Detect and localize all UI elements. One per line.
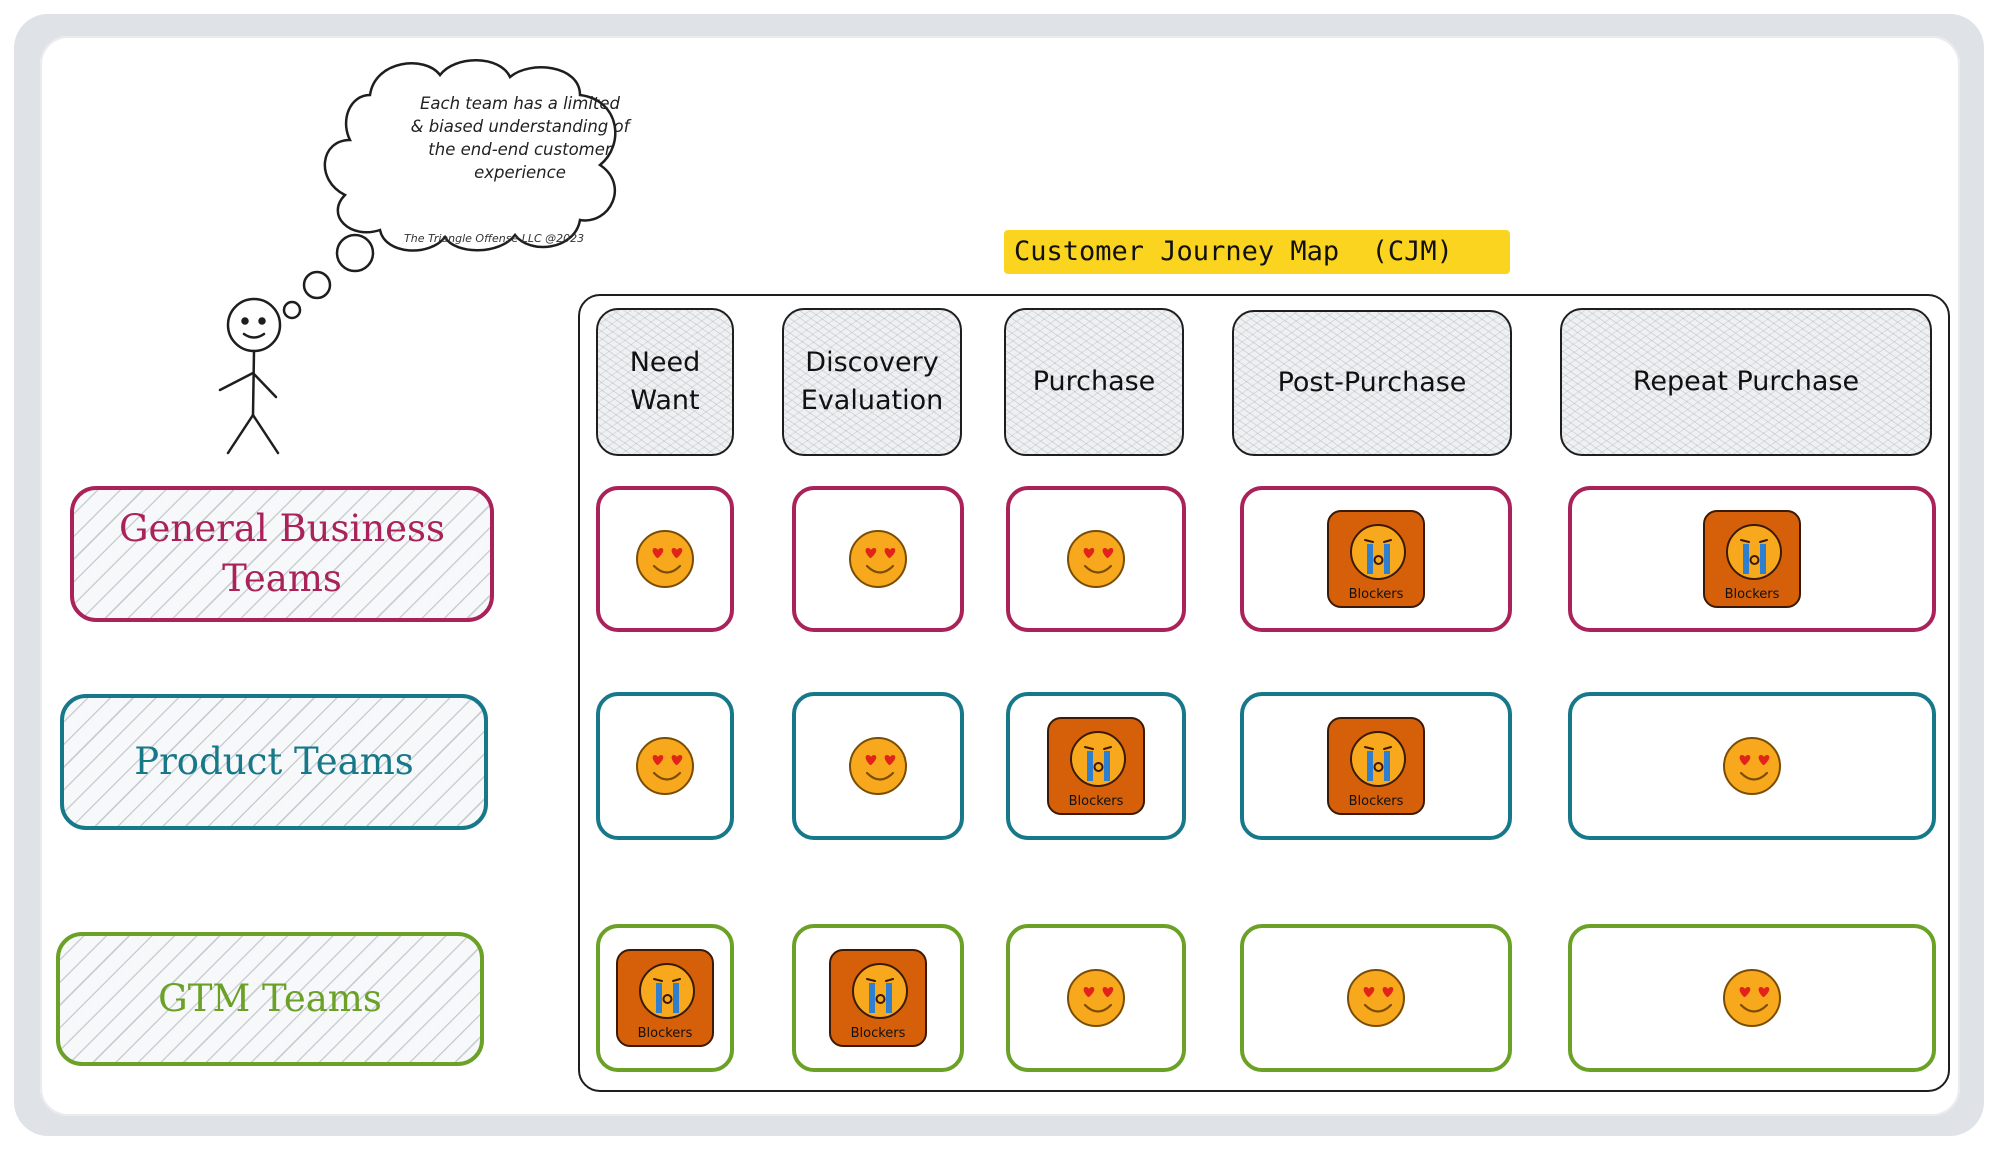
team-gtm: GTM Teams xyxy=(56,932,484,1066)
blockers-label: Blockers xyxy=(1348,794,1404,809)
thought-line: Each team has a limited xyxy=(419,94,621,113)
thought-line: & biased understanding of xyxy=(410,117,630,136)
blockers-label: Blockers xyxy=(1724,587,1780,602)
cjm-title: Customer Journey Map (CJM) xyxy=(1004,230,1510,274)
journey-cell xyxy=(1006,486,1186,632)
blockers-label: Blockers xyxy=(850,1026,906,1041)
stage-discovery-evaluation: Discovery Evaluation xyxy=(782,308,962,456)
journey-cell: Blockers xyxy=(792,924,964,1072)
thought-line: experience xyxy=(474,163,566,182)
blockers-icon: Blockers xyxy=(1047,717,1145,815)
heart-eyes-emoji-icon xyxy=(636,737,694,795)
stage-post-purchase: Post-Purchase xyxy=(1232,310,1512,456)
journey-cell: Blockers xyxy=(596,924,734,1072)
blockers-label: Blockers xyxy=(1348,587,1404,602)
journey-cell xyxy=(1006,924,1186,1072)
journey-cell xyxy=(792,486,964,632)
blockers-icon: Blockers xyxy=(829,949,927,1047)
thought-cloud xyxy=(323,59,617,252)
stage-need-want: Need Want xyxy=(596,308,734,456)
blockers-label: Blockers xyxy=(1068,794,1124,809)
thought-dot-small xyxy=(282,300,302,320)
journey-cell xyxy=(792,692,964,840)
blockers-icon: Blockers xyxy=(1703,510,1801,608)
credit-text: The Triangle Offense LLC @2023 xyxy=(404,232,585,245)
heart-eyes-emoji-icon xyxy=(636,530,694,588)
blockers-icon: Blockers xyxy=(1327,510,1425,608)
heart-eyes-emoji-icon xyxy=(1347,969,1405,1027)
team-general-business: General Business Teams xyxy=(70,486,494,622)
journey-cell: Blockers xyxy=(1240,692,1512,840)
thought-dot-medium xyxy=(302,270,332,300)
heart-eyes-emoji-icon xyxy=(849,737,907,795)
heart-eyes-emoji-icon xyxy=(1067,530,1125,588)
heart-eyes-emoji-icon xyxy=(1723,737,1781,795)
journey-cell xyxy=(596,486,734,632)
thought-bubble-text: Each team has a limited & biased underst… xyxy=(390,92,650,184)
blockers-icon: Blockers xyxy=(616,949,714,1047)
heart-eyes-emoji-icon xyxy=(1067,969,1125,1027)
journey-cell: Blockers xyxy=(1006,692,1186,840)
thought-line: the end-end customer xyxy=(428,140,612,159)
journey-board xyxy=(578,294,1950,1092)
blockers-icon: Blockers xyxy=(1327,717,1425,815)
team-product: Product Teams xyxy=(60,694,488,830)
stage-purchase: Purchase xyxy=(1004,308,1184,456)
journey-cell: Blockers xyxy=(1240,486,1512,632)
journey-cell xyxy=(1240,924,1512,1072)
journey-cell xyxy=(1568,692,1936,840)
blockers-label: Blockers xyxy=(637,1026,693,1041)
stick-figure-icon xyxy=(218,59,617,455)
journey-cell xyxy=(1568,924,1936,1072)
heart-eyes-emoji-icon xyxy=(849,530,907,588)
stage-repeat-purchase: Repeat Purchase xyxy=(1560,308,1932,456)
heart-eyes-emoji-icon xyxy=(1723,969,1781,1027)
journey-cell: Blockers xyxy=(1568,486,1936,632)
journey-cell xyxy=(596,692,734,840)
thought-dot-large xyxy=(335,233,375,273)
